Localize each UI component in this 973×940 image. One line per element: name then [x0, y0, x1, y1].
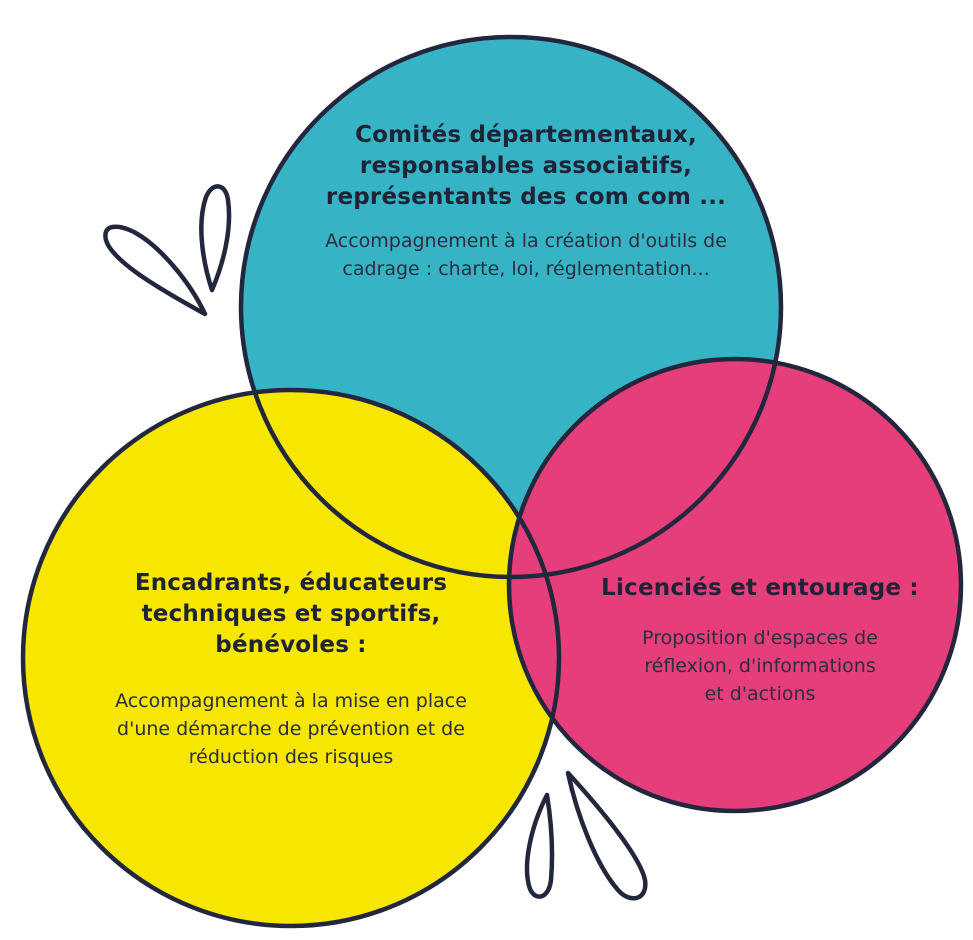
petal-icon [103, 224, 208, 317]
right-circle-outline [506, 356, 964, 814]
title-line: Encadrants, éducateurs [134, 570, 448, 596]
right-circle-description: Proposition d'espaces de réflexion, d'in… [560, 624, 960, 708]
left-circle [23, 390, 559, 926]
petal-icon [524, 792, 555, 899]
desc-line: Accompagnement à la création d'outils de [325, 230, 727, 252]
title-line: Comités départementaux, [355, 122, 697, 148]
desc-line: cadrage : charte, loi, réglementation... [342, 258, 710, 280]
desc-line: d'une démarche de prévention et de [117, 718, 465, 740]
left-circle-title: Encadrants, éducateurs techniques et spo… [56, 568, 526, 661]
top-circle-text: Comités départementaux, responsables ass… [271, 120, 781, 283]
right-circle [509, 359, 961, 811]
desc-line: Proposition d'espaces de [642, 627, 878, 649]
petal-icon [565, 770, 648, 901]
right-circle-text: Licenciés et entourage : Proposition d'e… [560, 573, 960, 708]
top-circle-title: Comités départementaux, responsables ass… [271, 120, 781, 213]
desc-line: et d'actions [704, 683, 816, 705]
title-line: techniques et sportifs, [141, 601, 441, 627]
desc-line: réflexion, d'informations [644, 655, 876, 677]
top-circle-description: Accompagnement à la création d'outils de… [271, 227, 781, 283]
left-circle-description: Accompagnement à la mise en place d'une … [56, 687, 526, 771]
left-circle-outline [20, 387, 562, 929]
title-line: Licenciés et entourage : [601, 575, 919, 601]
right-circle-title: Licenciés et entourage : [560, 573, 960, 604]
title-line: représentants des com com ... [325, 184, 727, 210]
petal-icon [199, 184, 232, 293]
title-line: bénévoles : [215, 632, 367, 658]
desc-line: réduction des risques [188, 746, 394, 768]
left-circle-text: Encadrants, éducateurs techniques et spo… [56, 568, 526, 771]
desc-line: Accompagnement à la mise en place [115, 690, 467, 712]
title-line: responsables associatifs, [359, 153, 693, 179]
